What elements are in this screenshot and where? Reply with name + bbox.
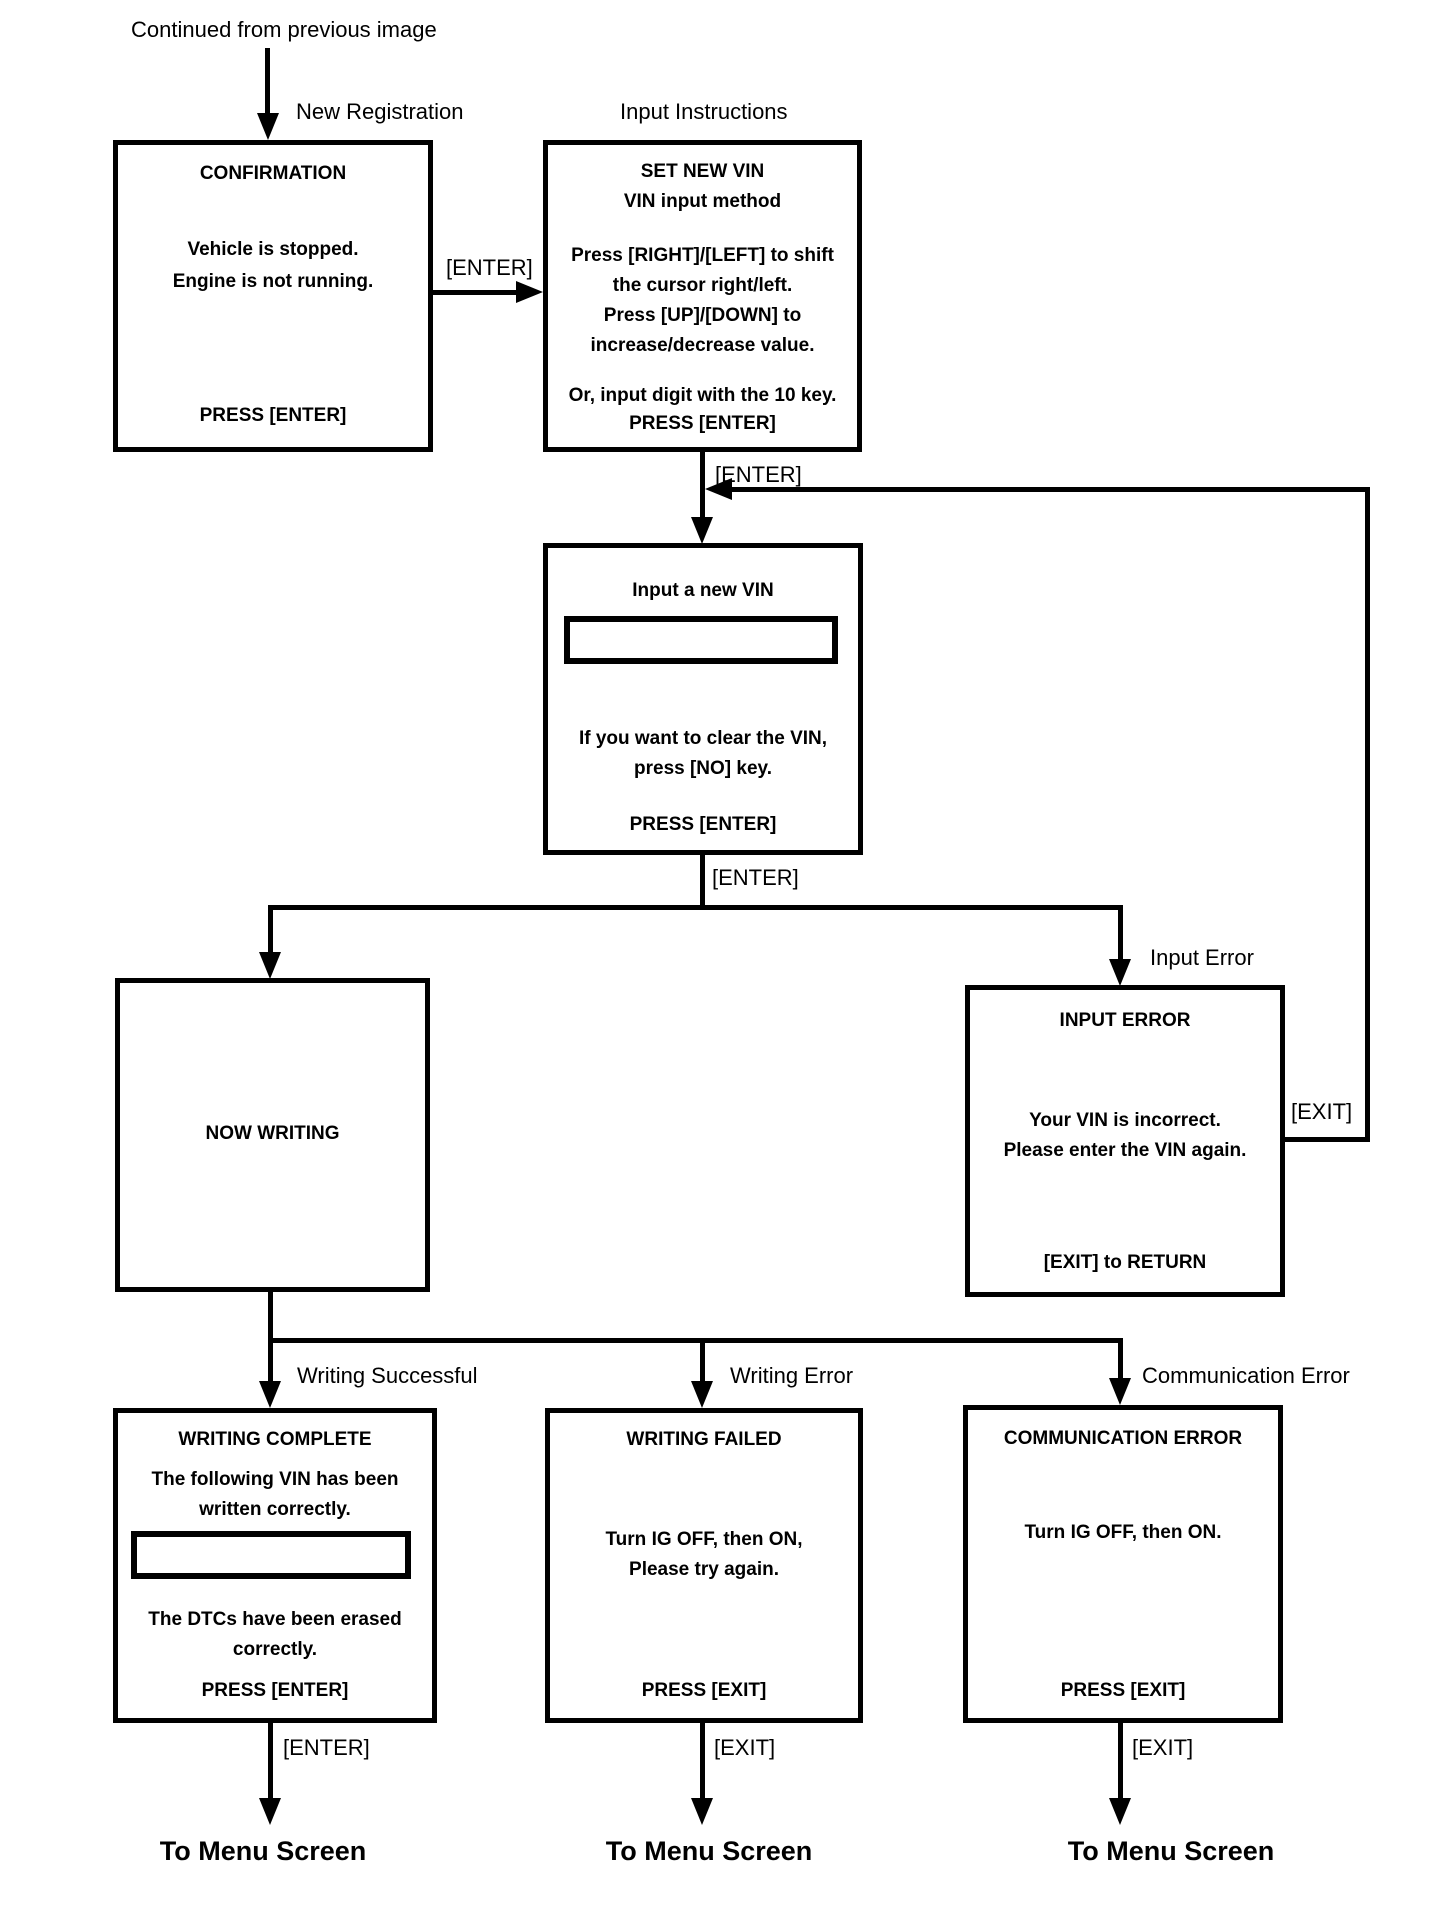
edge-branch2-mid-line xyxy=(700,1338,705,1383)
edge-failed-exit-arrowhead-icon xyxy=(691,1798,713,1825)
failed-exit-key-label: [EXIT] xyxy=(714,1735,776,1760)
node-confirmation: CONFIRMATION Vehicle is stopped. Engine … xyxy=(113,140,433,452)
node-input-vin-body-line: press [NO] key. xyxy=(634,758,772,779)
node-input-instructions: SET NEW VIN VIN input method Press [RIGH… xyxy=(543,140,862,452)
node-writing-complete-body-line: The following VIN has been xyxy=(151,1469,399,1490)
node-now-writing: NOW WRITING xyxy=(115,978,430,1292)
input-instructions-label: Input Instructions xyxy=(620,99,788,124)
edge-branch1-right-line xyxy=(1118,905,1123,960)
vin-written-field xyxy=(131,1531,411,1579)
node-input-instructions-heading-line: SET NEW VIN xyxy=(640,161,765,182)
node-input-vin: Input a new VIN If you want to clear the… xyxy=(543,543,863,855)
edge-conf-to-instructions-arrowhead-icon xyxy=(516,281,543,303)
node-communication-error: COMMUNICATION ERROR Turn IG OFF, then ON… xyxy=(963,1405,1283,1723)
edge-conf-to-instructions-line xyxy=(433,290,517,295)
complete-exit-key-label: [ENTER] xyxy=(283,1735,370,1760)
edge-entry-line xyxy=(265,48,270,114)
edge-instructions-to-input-line xyxy=(700,452,705,518)
edge-branch1-left-line xyxy=(268,905,273,953)
commerror-exit-key-label: [EXIT] xyxy=(1132,1735,1194,1760)
node-writing-complete: WRITING COMPLETE The following VIN has b… xyxy=(113,1408,437,1723)
writing-successful-label: Writing Successful xyxy=(297,1363,478,1388)
node-writing-failed-title: WRITING FAILED xyxy=(626,1429,782,1450)
edge-exit-loop-arrowhead-icon xyxy=(705,478,732,500)
node-writing-failed: WRITING FAILED Turn IG OFF, then ON, Ple… xyxy=(545,1408,863,1723)
edge-branch2-right-line xyxy=(1118,1338,1123,1380)
node-writing-failed-body-line: Turn IG OFF, then ON, xyxy=(605,1529,803,1550)
node-input-error: INPUT ERROR Your VIN is incorrect. Pleas… xyxy=(965,985,1285,1297)
edge-nowwriting-down-line xyxy=(268,1292,273,1343)
edge-input-to-branch-line xyxy=(700,855,705,910)
edge-complete-exit-line xyxy=(268,1723,273,1799)
node-writing-complete-body-line: The DTCs have been erased xyxy=(148,1609,402,1630)
enter-label-3: [ENTER] xyxy=(712,865,799,890)
edge-commerror-exit-arrowhead-icon xyxy=(1109,1798,1131,1825)
node-writing-complete-body-line: written correctly. xyxy=(199,1499,351,1520)
node-confirmation-body-line: Vehicle is stopped. xyxy=(187,239,359,260)
menu-screen-label: To Menu Screen xyxy=(605,1836,813,1866)
node-now-writing-title: NOW WRITING xyxy=(205,1123,340,1144)
edge-commerror-exit-line xyxy=(1118,1723,1123,1799)
node-communication-error-footer: PRESS [EXIT] xyxy=(1060,1680,1186,1701)
node-input-instructions-heading-line: VIN input method xyxy=(623,191,782,212)
node-input-instructions-body-line: the cursor right/left. xyxy=(612,275,793,296)
node-writing-failed-footer: PRESS [EXIT] xyxy=(641,1680,767,1701)
edge-exit-loop-top-line xyxy=(731,487,1370,492)
node-input-vin-footer: PRESS [ENTER] xyxy=(629,814,777,835)
node-input-error-body-line: Please enter the VIN again. xyxy=(1003,1140,1247,1161)
node-input-error-footer: [EXIT] to RETURN xyxy=(1043,1252,1207,1273)
edge-branch2-left-line xyxy=(268,1338,273,1383)
edge-complete-exit-arrowhead-icon xyxy=(259,1798,281,1825)
menu-screen-label: To Menu Screen xyxy=(1067,1836,1275,1866)
edge-entry-arrowhead-icon xyxy=(257,113,279,140)
edge-branch1-left-arrowhead-icon xyxy=(259,952,281,979)
node-input-instructions-footer: PRESS [ENTER] xyxy=(629,413,776,434)
node-communication-error-title: COMMUNICATION ERROR xyxy=(1003,1428,1243,1449)
node-input-vin-body-line: If you want to clear the VIN, xyxy=(578,728,828,749)
menu-screen-label: To Menu Screen xyxy=(159,1836,367,1866)
node-input-instructions-body-line: increase/decrease value. xyxy=(590,335,815,356)
node-communication-error-body-line: Turn IG OFF, then ON. xyxy=(1024,1522,1222,1543)
node-confirmation-footer: PRESS [ENTER] xyxy=(199,405,347,426)
node-writing-complete-body-line: correctly. xyxy=(232,1639,318,1660)
enter-label-1: [ENTER] xyxy=(446,255,533,280)
edge-branch2-line xyxy=(268,1338,1123,1343)
node-input-vin-title: Input a new VIN xyxy=(632,580,774,601)
edge-branch1-line xyxy=(268,905,1123,910)
edge-branch1-right-arrowhead-icon xyxy=(1109,959,1131,986)
node-writing-failed-body-line: Please try again. xyxy=(629,1559,779,1580)
node-writing-complete-title: WRITING COMPLETE xyxy=(178,1429,372,1450)
edge-exit-loop-bottom-line xyxy=(1285,1137,1370,1142)
exit-loop-label: [EXIT] xyxy=(1291,1099,1353,1124)
communication-error-label: Communication Error xyxy=(1142,1363,1350,1388)
node-input-instructions-note: Or, input digit with the 10 key. xyxy=(568,385,837,406)
edge-branch2-right-arrowhead-icon xyxy=(1109,1378,1131,1405)
node-input-instructions-body-line: Press [UP]/[DOWN] to xyxy=(603,305,802,326)
edge-instructions-to-input-arrowhead-icon xyxy=(691,517,713,544)
edge-branch2-mid-arrowhead-icon xyxy=(691,1381,713,1408)
node-writing-complete-footer: PRESS [ENTER] xyxy=(201,1680,349,1701)
node-confirmation-body-line: Engine is not running. xyxy=(172,271,374,292)
edge-branch2-left-arrowhead-icon xyxy=(259,1381,281,1408)
edge-failed-exit-line xyxy=(700,1723,705,1799)
new-registration-label: New Registration xyxy=(296,99,464,124)
node-input-error-title: INPUT ERROR xyxy=(1059,1010,1191,1031)
continued-from-label: Continued from previous image xyxy=(131,17,437,42)
writing-error-label: Writing Error xyxy=(730,1363,854,1388)
node-confirmation-title: CONFIRMATION xyxy=(199,163,347,184)
node-input-error-body-line: Your VIN is incorrect. xyxy=(1029,1110,1221,1131)
node-input-instructions-body-line: Press [RIGHT]/[LEFT] to shift xyxy=(571,245,834,266)
vin-input-field xyxy=(564,616,838,664)
edge-exit-loop-right-line xyxy=(1365,487,1370,1142)
input-error-flow-label: Input Error xyxy=(1150,945,1254,970)
